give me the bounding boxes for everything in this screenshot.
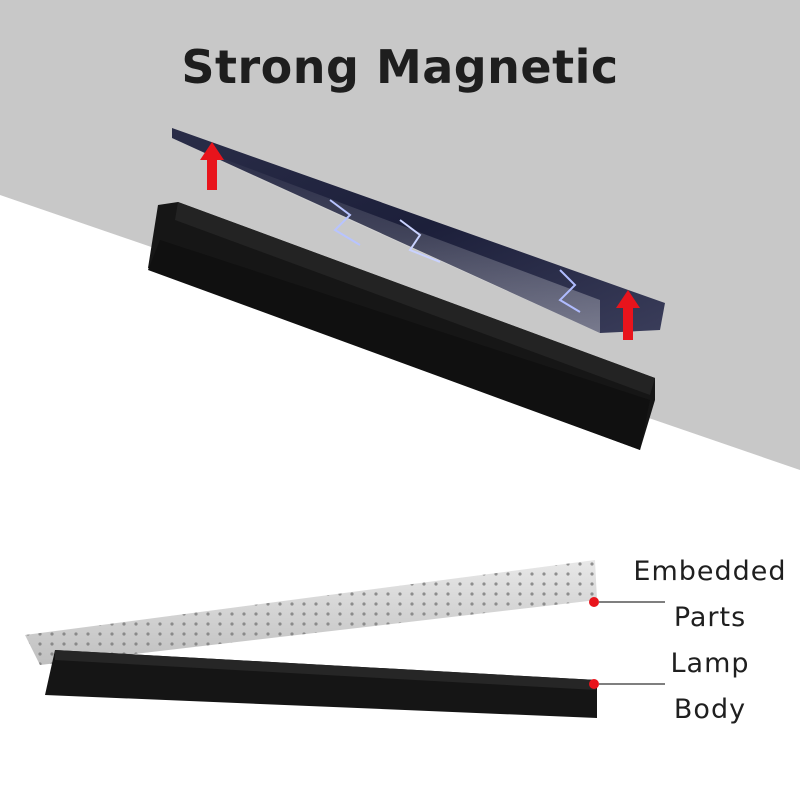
magnetic-plate	[172, 128, 665, 333]
callout-label-embedded-line1: Embedded	[633, 556, 787, 587]
callout-marker-embedded	[589, 597, 599, 607]
callout-label-lamp-line1: Lamp	[670, 648, 750, 679]
callout-label-lamp-line2: Body	[673, 694, 747, 725]
embedded-parts	[25, 560, 665, 665]
callout-marker-lamp	[589, 679, 599, 689]
lamp-body-upper	[148, 202, 655, 450]
arrow-up-icon	[200, 142, 224, 190]
callout-label-embedded-line2: Parts	[673, 602, 747, 633]
arrow-up-icon	[616, 290, 640, 340]
lamp-body-lower	[45, 650, 665, 718]
headline-title: Strong Magnetic	[181, 40, 619, 94]
